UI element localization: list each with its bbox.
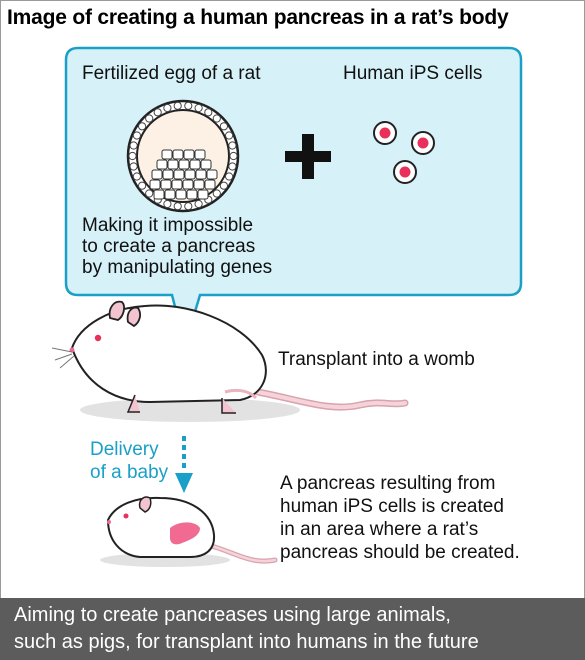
result-description: A pancreas resulting from human iPS cell… — [280, 472, 570, 564]
result-line: A pancreas resulting from — [280, 473, 496, 494]
delivery-line: Delivery — [90, 439, 159, 460]
note-line: by manipulating genes — [82, 257, 273, 278]
ips-cells-label: Human iPS cells — [343, 63, 483, 84]
fertilized-egg-icon — [126, 99, 240, 213]
footer-line: such as pigs, for transplant into humans… — [14, 631, 479, 653]
fertilized-egg-label: Fertilized egg of a rat — [82, 63, 261, 84]
baby-rat-icon — [100, 496, 278, 567]
speech-bubble — [64, 46, 523, 350]
diagram-graphics — [51, 46, 523, 567]
delivery-line: of a baby — [90, 462, 169, 483]
plus-icon — [285, 134, 331, 179]
adult-rat-icon — [51, 300, 409, 422]
pancreas-icon — [170, 522, 200, 545]
gene-manipulation-note: Making it impossible to create a pancrea… — [82, 215, 382, 278]
figure-title: Image of creating a human pancreas in a … — [7, 6, 509, 29]
transplant-label: Transplant into a womb — [278, 349, 475, 370]
note-line: Making it impossible — [82, 215, 254, 236]
delivery-arrow-icon — [175, 436, 193, 493]
note-line: to create a pancreas — [82, 236, 256, 257]
result-line: in an area where a rat’s — [280, 519, 479, 540]
result-line: human iPS cells is created — [280, 496, 504, 517]
ips-cells-icon — [373, 121, 435, 184]
footer-banner: Aiming to create pancreases using large … — [0, 598, 585, 660]
delivery-label: Delivery of a baby — [90, 438, 180, 484]
footer-line: Aiming to create pancreases using large … — [14, 604, 451, 626]
result-line: pancreas should be created. — [280, 542, 520, 563]
